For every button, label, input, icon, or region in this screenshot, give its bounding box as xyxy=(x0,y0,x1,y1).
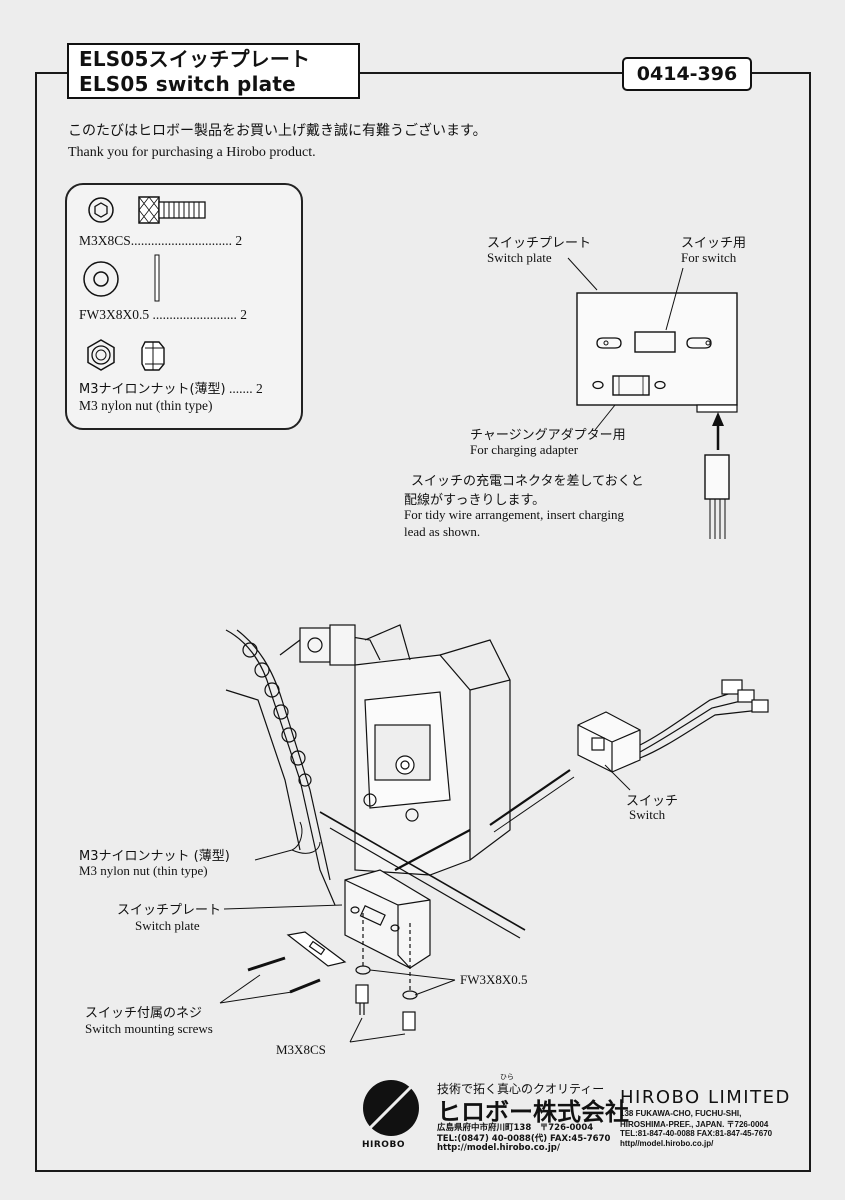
part-row-3: M3ナイロンナット(薄型) ....... 2 xyxy=(79,378,263,397)
parts-illustrations xyxy=(83,196,206,371)
part-qty: 2 xyxy=(235,233,243,248)
asm-switch-jp: スイッチ xyxy=(626,794,679,809)
detail-plate-jp: スイッチプレート xyxy=(487,236,592,251)
frame-top-mid xyxy=(360,72,622,74)
title-box: ELS05スイッチプレート ELS05 switch plate xyxy=(67,43,360,99)
part-name: FW3X8X0.5 xyxy=(79,307,150,322)
intro-jp: このたびはヒロボー製品をお買い上げ戴き誠に有難うございます。 xyxy=(68,123,487,139)
slogan: 技術で拓く真心のクオリティー xyxy=(437,1082,605,1096)
note-en-1: For tidy wire arrangement, insert chargi… xyxy=(404,507,624,522)
asm-screws-jp: スイッチ付属のネジ xyxy=(85,1006,203,1021)
part-dots: .............................. xyxy=(130,233,233,248)
asm-switch-en: Switch xyxy=(629,807,666,822)
asm-washer: FW3X8X0.5 xyxy=(460,972,528,987)
addr-en-2: HIROSHIMA-PREF., JAPAN. 〒726-0004 xyxy=(620,1120,769,1129)
part-qty: 2 xyxy=(256,381,263,396)
address-jp: 広島県府中市府川町138 〒726-0004 xyxy=(437,1123,594,1133)
part-desc-en: M3 nylon nut (thin type) xyxy=(79,398,213,413)
switch-plate-detail xyxy=(576,292,738,406)
asm-plate-jp: スイッチプレート xyxy=(117,903,222,918)
assembly-drawing xyxy=(219,624,769,1043)
asm-nut-jp: M3ナイロンナット (薄型) xyxy=(79,849,230,864)
parts-list-box: M3X8CS.............................. 2 F… xyxy=(65,183,303,430)
cap-screw-side-icon xyxy=(138,196,206,224)
detail-for-switch-en: For switch xyxy=(681,250,737,265)
part-name: M3X8CS xyxy=(79,233,131,248)
intro-en: Thank you for purchasing a Hirobo produc… xyxy=(68,145,316,160)
note-jp-1: スイッチの充電コネクタを差しておくと xyxy=(411,474,644,489)
asm-nut-en: M3 nylon nut (thin type) xyxy=(79,863,208,878)
flat-washer-icon xyxy=(83,254,160,302)
asm-screws-en: Switch mounting screws xyxy=(85,1021,213,1036)
slogan-ruby: ひら xyxy=(500,1073,514,1081)
note-en-2: lead as shown. xyxy=(404,524,481,539)
tel-en: TEL:81-847-40-0088 FAX:81-847-45-7670 xyxy=(620,1129,773,1138)
nylon-nut-icon xyxy=(87,339,165,371)
document-frame xyxy=(35,72,811,1172)
part-dots: ....... xyxy=(229,381,253,396)
company-jp: ヒロボー株式会社 xyxy=(437,1098,629,1126)
logo-wordmark: HIROBO xyxy=(362,1140,405,1150)
frame-top-right xyxy=(752,72,811,74)
url-en: http//model.hirobo.co.jp/ xyxy=(620,1139,714,1148)
detail-plate-en: Switch plate xyxy=(487,250,552,265)
detail-for-switch-jp: スイッチ用 xyxy=(681,236,747,251)
part-number: 0414-396 xyxy=(622,57,752,91)
note-jp-2: 配線がすっきりします。 xyxy=(404,493,546,508)
part-name: M3ナイロンナット(薄型) xyxy=(79,382,226,397)
part-row-2: FW3X8X0.5 ......................... 2 xyxy=(79,307,247,323)
detail-charging-en: For charging adapter xyxy=(470,442,579,457)
tel-jp: TEL:(0847) 40-0088(代) FAX:45-7670 xyxy=(437,1134,611,1144)
frame-top-left xyxy=(35,72,67,74)
title-jp: ELS05スイッチプレート xyxy=(79,47,311,71)
detail-charging-jp: チャージングアダプター用 xyxy=(470,428,626,443)
part-dots: ......................... xyxy=(152,307,237,322)
asm-cs: M3X8CS xyxy=(276,1042,326,1057)
charging-connector-detail xyxy=(704,454,730,500)
title-en: ELS05 switch plate xyxy=(79,72,296,96)
company-en: HIROBO LIMITED xyxy=(620,1087,791,1108)
addr-en-1: 138 FUKAWA-CHO, FUCHU-SHI, xyxy=(620,1109,742,1118)
part-qty: 2 xyxy=(240,307,247,322)
part-row-1: M3X8CS.............................. 2 xyxy=(79,233,242,249)
asm-plate-en: Switch plate xyxy=(135,918,200,933)
cap-screw-top-icon xyxy=(88,197,114,223)
url-jp: http://model.hirobo.co.jp/ xyxy=(437,1143,560,1153)
